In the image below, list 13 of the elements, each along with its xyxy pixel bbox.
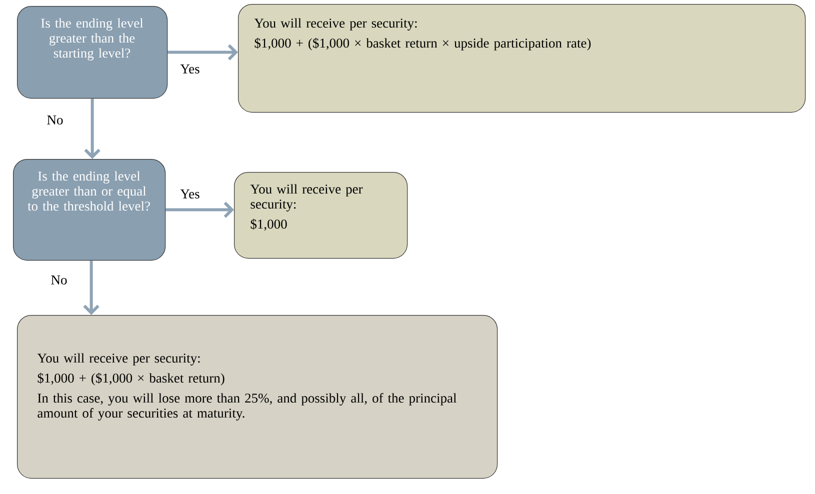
arrow xyxy=(84,98,100,159)
decision-box: Is the ending level greater than or equal to the threshold level? xyxy=(13,158,166,261)
arrow xyxy=(168,44,238,60)
edge-label: Yes xyxy=(180,190,200,198)
result-box: You will receive per security: $1,000 xyxy=(234,172,408,259)
arrow xyxy=(83,260,100,315)
result-box: You will receive per security: $1,000 + ($1,000 × basket return × upside participation rate) xyxy=(238,4,806,113)
edge-label: No xyxy=(51,276,67,284)
edge-label: No xyxy=(47,116,63,124)
decision-box: Is the ending level greater than the starting level? xyxy=(17,6,168,99)
result-box: You will receive per security: $1,000 + ($1,000 × basket return) In this case, you will lose more than 25%, and possibly all, of the principal amount of your securities at maturity. xyxy=(17,315,498,479)
arrow xyxy=(166,202,234,218)
edge-label: Yes xyxy=(180,64,200,74)
